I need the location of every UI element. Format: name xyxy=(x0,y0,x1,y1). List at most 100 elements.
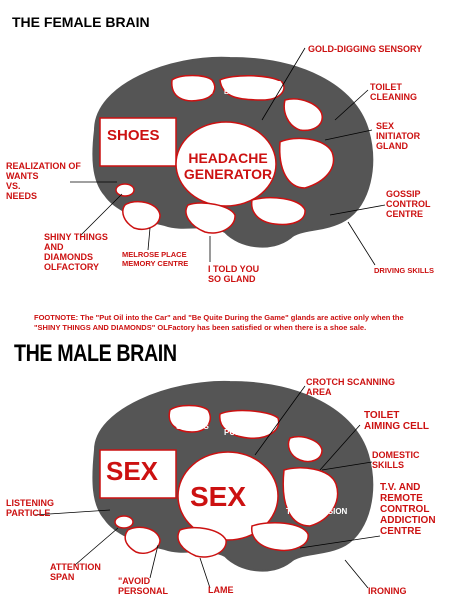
anniversaries-line-2: BIRTHDAYS xyxy=(224,89,265,96)
ability-region xyxy=(282,467,339,527)
anniversaries-label: ANNIVERSARIES BIRTHDAYS xyxy=(224,81,282,97)
ironing-label: IRONING xyxy=(368,586,407,596)
shiny-line-2: AND xyxy=(44,242,64,252)
gossip-label: GOSSIP CONTROL CENTRE xyxy=(386,189,431,219)
lame-region xyxy=(177,527,227,558)
tv-line-4: ADDICTION xyxy=(380,515,436,526)
footnote-line-1: FOOTNOTE: The "Put Oil into the Car" and… xyxy=(34,313,404,322)
sex-big-region xyxy=(177,451,279,541)
realization-line-1: REALIZATION OF xyxy=(6,161,81,171)
ball-line-2: SPORTS xyxy=(176,422,209,431)
talk-region xyxy=(279,137,335,189)
footnote: FOOTNOTE: The "Put Oil into the Car" and… xyxy=(34,313,434,333)
dangerous-region xyxy=(219,409,280,439)
toilet-cleaning-line-2: CLEANING xyxy=(370,92,417,102)
shoes-label: SHOES xyxy=(107,127,160,144)
avoid-line-1: "AVOID xyxy=(118,576,151,586)
realization-line-3: VS. xyxy=(6,181,21,191)
crotch-scanning-label: CROTCH SCANNING AREA xyxy=(306,377,395,397)
anniversary-region xyxy=(219,74,285,101)
realization-line-2: WANTS xyxy=(6,171,39,181)
headache-line-2: GENERATOR xyxy=(183,166,273,182)
driving-skills-label: DRIVING SKILLS xyxy=(374,266,435,275)
crotch-line-2: AREA xyxy=(306,387,332,397)
sex-initiator-label: SEX INITIATOR GLAND xyxy=(376,121,420,151)
melrose-label: MELROSE PLACE MEMORY CENTRE xyxy=(122,250,188,268)
crotch-line-1: CROTCH SCANNING xyxy=(306,377,395,387)
dangerous-line-1: DANGEROUS xyxy=(224,419,277,428)
melrose-line-2: MEMORY CENTRE xyxy=(122,259,189,268)
male-title: THE MALE BRAIN xyxy=(14,340,177,367)
i-told-you-label: I TOLD YOU SO GLAND xyxy=(208,264,259,284)
male-leader-lines xyxy=(33,385,381,589)
ability-line-3: MANUAL xyxy=(286,498,321,507)
shiny-line-3: DIAMONDS xyxy=(44,252,93,262)
ball-line-1: BALL xyxy=(176,413,198,422)
gold-digging-label: GOLD-DIGGING SENSORY xyxy=(308,44,423,54)
listening-line-2: PARTICLE xyxy=(6,508,51,518)
female-regions xyxy=(99,74,335,234)
talk-line-1: TALK, TALK, xyxy=(286,149,329,156)
male-regions xyxy=(99,404,339,558)
ball-sports-label: BALL SPORTS xyxy=(176,413,209,431)
told-region xyxy=(185,202,236,234)
avoid-region xyxy=(124,526,161,554)
attention-line-1: ATTENTION xyxy=(50,562,101,572)
domestic-skills-label: DOMESTIC SKILLS xyxy=(372,450,420,470)
gossip-line-3: CENTRE xyxy=(386,209,424,219)
sex-small-region xyxy=(99,449,177,499)
talk-label: TALK, TALK, AND MORE TALK xyxy=(286,149,328,173)
attention-line-2: SPAN xyxy=(50,572,75,582)
sex-initiator-line-1: SEX xyxy=(376,121,395,131)
impulse-label: IMPULSE SHOPPING xyxy=(176,81,213,97)
domestic-line-1: DOMESTIC xyxy=(372,450,420,460)
avoid-personal-label: "AVOID PERSONAL xyxy=(118,576,168,596)
headache-line-1: HEADACHE xyxy=(188,150,268,166)
female-title: THE FEMALE BRAIN xyxy=(12,14,150,30)
talk-line-2: AND MORE xyxy=(286,157,325,164)
sex-initiator-line-3: GLAND xyxy=(376,141,408,151)
toilet-cleaning-label: TOILET CLEANING xyxy=(370,82,417,102)
headache-label: HEADACHE GENERATOR xyxy=(182,150,274,182)
female-leader-lines xyxy=(70,47,386,266)
toilet-aiming-line-1: TOILET xyxy=(364,410,400,421)
impulse-line-1: IMPULSE xyxy=(176,81,208,88)
ability-line-1: ABILITY TO xyxy=(286,480,331,489)
impulse-line-2: SHOPPING xyxy=(176,89,213,96)
attention-span-label: ATTENTION SPAN xyxy=(50,562,101,582)
right-upper-region xyxy=(283,98,323,132)
gossip-region xyxy=(250,197,306,226)
tv-line-5: CENTRE xyxy=(380,526,422,537)
lame-label: LAME xyxy=(208,585,234,595)
anniversaries-line-1: ANNIVERSARIES xyxy=(224,81,282,88)
listening-line-1: LISTENING xyxy=(6,498,55,508)
avoid-line-2: PERSONAL xyxy=(118,586,169,596)
dangerous-pursuits-label: DANGEROUS PURSUITS xyxy=(224,419,276,437)
told-line-1: I TOLD YOU xyxy=(208,264,260,274)
shiny-line-1: SHINY THINGS xyxy=(44,232,108,242)
sex-initiator-line-2: INITIATOR xyxy=(376,131,421,141)
ability-label: ABILITY TO DRIVE MANUAL TRANSMISSION xyxy=(286,480,347,516)
attention-region xyxy=(114,515,134,529)
tv-remote-label: T.V. AND REMOTE CONTROL ADDICTION CENTRE xyxy=(380,482,436,537)
talk-line-3: TALK xyxy=(286,165,305,172)
realization-line-4: NEEDS xyxy=(6,191,38,201)
shiny-things-label: SHINY THINGS AND DIAMONDS OLFACTORY xyxy=(44,232,108,272)
tv-line-2: REMOTE xyxy=(380,493,423,504)
gossip-line-1: GOSSIP xyxy=(386,189,421,199)
gossip-line-2: CONTROL xyxy=(386,199,431,209)
tv-line-1: T.V. AND xyxy=(380,482,421,493)
toilet-cleaning-line-1: TOILET xyxy=(370,82,402,92)
headache-region xyxy=(175,121,277,207)
ability-line-2: DRIVE xyxy=(286,489,311,498)
told-line-2: SO GLAND xyxy=(208,274,256,284)
shiny-region xyxy=(115,183,135,197)
melrose-region xyxy=(122,200,161,230)
dangerous-line-2: PURSUITS xyxy=(224,428,265,437)
tv-line-3: CONTROL xyxy=(380,504,430,515)
ball-region xyxy=(168,404,212,433)
impulse-region xyxy=(171,74,216,102)
ability-line-4: TRANSMISSION xyxy=(286,507,348,516)
sex-small-label: SEX xyxy=(106,456,159,486)
